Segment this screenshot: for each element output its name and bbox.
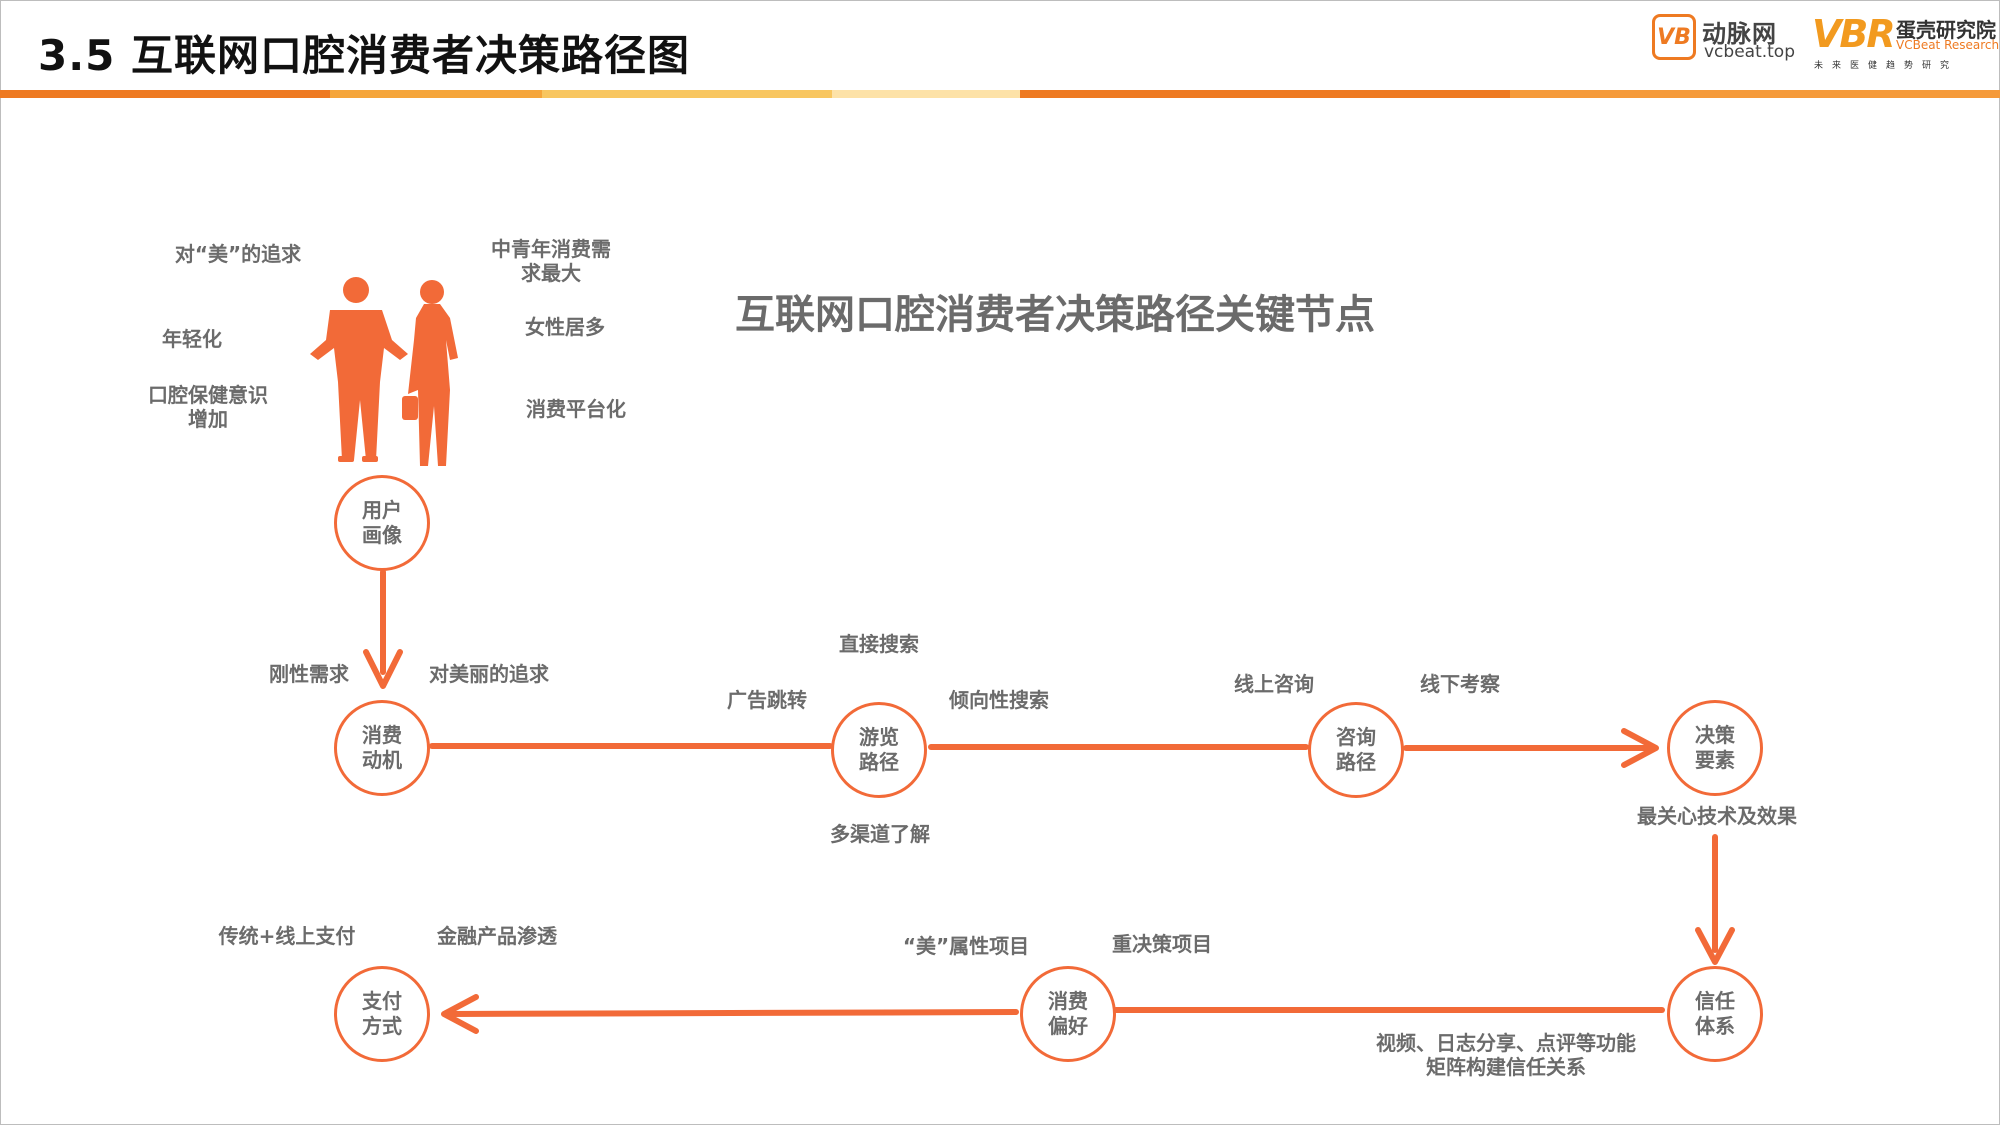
label-trust-methods: 视频、日志分享、点评等功能矩阵构建信任关系 <box>1376 1031 1636 1079</box>
label-oral-awareness: 口腔保健意识增加 <box>148 383 268 431</box>
node-browse-path: 游览路径 <box>831 702 927 798</box>
node-motivation-label: 消费动机 <box>362 723 402 772</box>
node-decision-factors-label: 决策要素 <box>1695 723 1735 772</box>
arrowhead-right-icon <box>1621 728 1659 768</box>
vcbeat-logo-name: 动脉网 <box>1702 20 1777 48</box>
label-direct-search: 直接搜索 <box>839 632 919 656</box>
arrowhead-left-icon <box>441 994 479 1034</box>
label-online-consult: 线上咨询 <box>1234 672 1314 696</box>
vcbeat-logo-url: vcbeat.top <box>1704 42 1796 62</box>
page-title: 3.5 互联网口腔消费者决策路径图 <box>38 31 691 80</box>
bar-segment <box>1510 90 2000 98</box>
label-heavy-decision: 重决策项目 <box>1112 932 1212 956</box>
title-underline-bar <box>0 90 2000 98</box>
arrow-preference-to-payment <box>447 1009 1019 1017</box>
node-payment-label: 支付方式 <box>362 989 402 1038</box>
node-user-profile-label: 用户画像 <box>362 498 402 547</box>
label-financial-products: 金融产品渗透 <box>437 924 557 948</box>
vbr-logo-name: 蛋壳研究院 <box>1896 18 1996 42</box>
node-motivation: 消费动机 <box>334 700 430 796</box>
label-payment-methods: 传统+线上支付 <box>218 924 356 948</box>
node-decision-factors: 决策要素 <box>1667 700 1763 796</box>
node-consult-path: 咨询路径 <box>1308 702 1404 798</box>
label-ad-redirect: 广告跳转 <box>727 688 807 712</box>
bar-segment <box>330 90 542 98</box>
label-youth: 年轻化 <box>162 327 222 351</box>
label-female-majority: 女性居多 <box>525 315 605 339</box>
label-care-tech: 最关心技术及效果 <box>1637 804 1797 828</box>
node-preference-label: 消费偏好 <box>1048 989 1088 1038</box>
node-payment: 支付方式 <box>334 966 430 1062</box>
node-consult-path-label: 咨询路径 <box>1336 725 1376 774</box>
node-preference: 消费偏好 <box>1020 966 1116 1062</box>
bar-segment <box>0 90 330 98</box>
consumers-silhouette-icon <box>310 277 458 466</box>
arrowhead-down-icon <box>1695 927 1735 965</box>
diagram-heading: 互联网口腔消费者决策路径关键节点 <box>735 292 1375 338</box>
vbr-logo-icon: VBR <box>1812 12 1896 56</box>
vcbeat-logo: VB 动脉网 vcbeat.top <box>1652 14 1800 64</box>
label-multi-channel: 多渠道了解 <box>830 822 930 846</box>
node-browse-path-label: 游览路径 <box>859 725 899 774</box>
vcbeat-logo-icon: VB <box>1652 14 1696 60</box>
vcbeat-research-logo: VBR 蛋壳研究院 VCBeat Research 未来医健趋势研究 <box>1812 12 1999 71</box>
label-platform: 消费平台化 <box>526 397 626 421</box>
bar-segment <box>832 90 1020 98</box>
label-beauty-items: “美”属性项目 <box>902 934 1030 958</box>
vbr-logo-tagline: 未来医健趋势研究 <box>1814 61 1959 71</box>
bar-segment <box>1020 90 1510 98</box>
node-trust-system-label: 信任体系 <box>1695 989 1735 1038</box>
label-middle-aged: 中青年消费需求最大 <box>491 237 611 285</box>
node-user-profile: 用户画像 <box>334 475 430 571</box>
arrowhead-down-icon <box>363 649 403 689</box>
people-shapes <box>310 277 458 466</box>
label-rigid-demand: 刚性需求 <box>269 662 349 686</box>
vbr-logo-en: VCBeat Research <box>1896 38 2000 52</box>
bar-segment <box>542 90 832 98</box>
label-pursuit-beauty-quoted: 对“美”的追求 <box>174 242 302 266</box>
node-trust-system: 信任体系 <box>1667 966 1763 1062</box>
label-pursuit-beauty: 对美丽的追求 <box>429 662 549 686</box>
label-tendency-search: 倾向性搜索 <box>949 688 1049 712</box>
label-offline-visit: 线下考察 <box>1420 672 1500 696</box>
